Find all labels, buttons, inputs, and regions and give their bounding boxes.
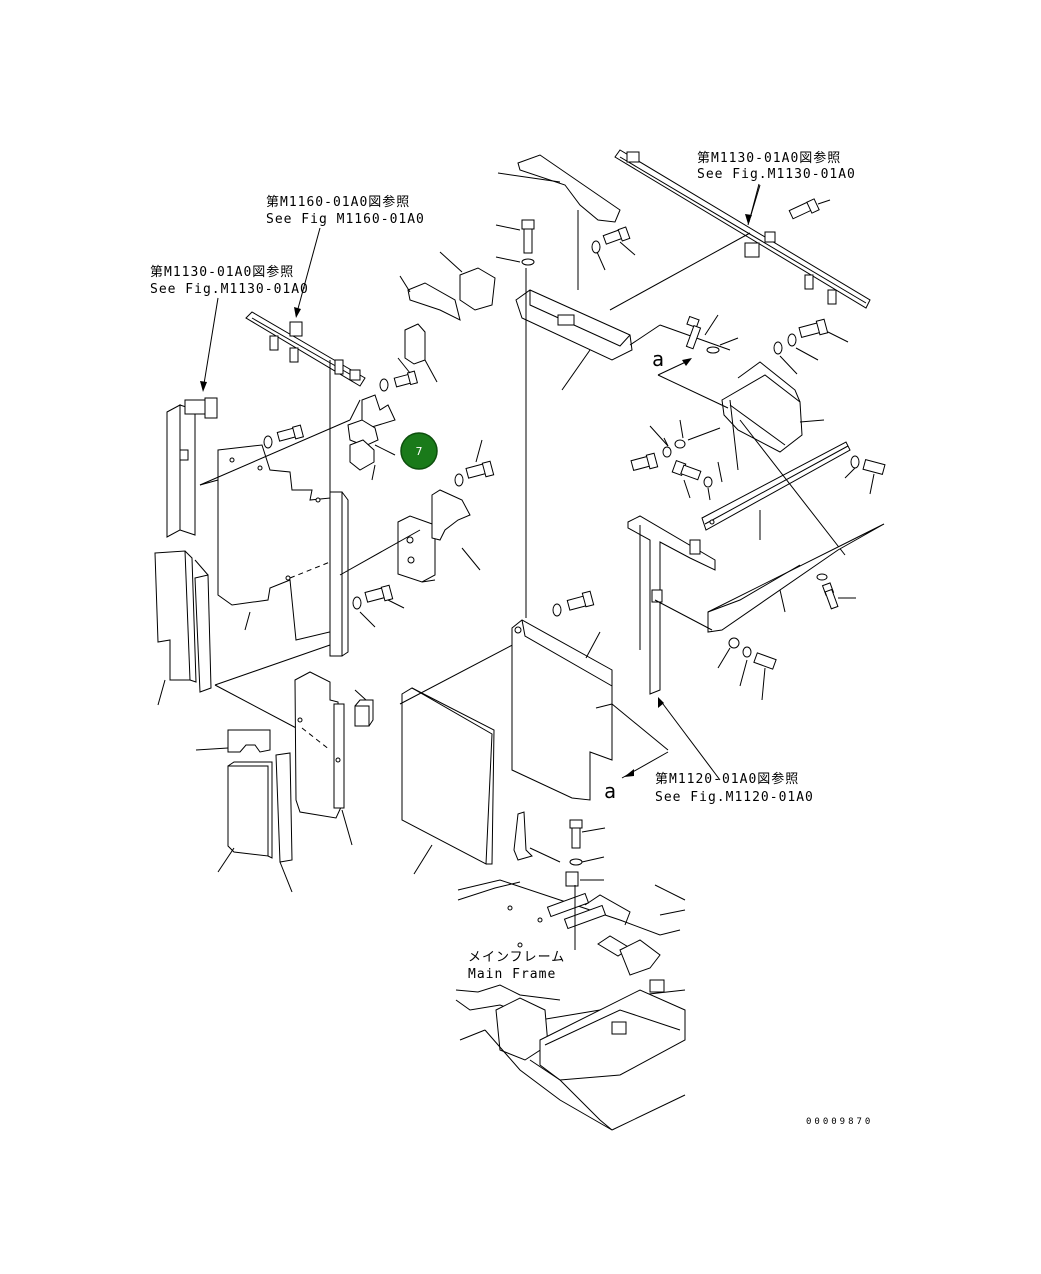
top-cover-plate xyxy=(497,154,621,290)
l-bracket xyxy=(349,399,481,571)
center-bracket-upper xyxy=(515,289,731,391)
bolt-washer-panel xyxy=(352,584,405,628)
ref-bottom-right-jp: 第M1120-01A0図参照 xyxy=(655,771,799,787)
ref-top-center-jp: 第M1160-01A0図参照 xyxy=(266,194,410,210)
right-long-strip xyxy=(701,419,851,556)
bolt-washer-callout xyxy=(454,439,495,487)
leader-top-center xyxy=(295,227,321,317)
bolt-washer-left-cluster xyxy=(630,419,721,472)
callout-circle[interactable] xyxy=(400,432,438,470)
small-block xyxy=(354,689,374,727)
right-angle-strip xyxy=(707,523,885,633)
right-bracket-box xyxy=(721,361,825,471)
left-pillar xyxy=(166,397,218,538)
view-arrow-a-upper xyxy=(657,358,729,409)
bolt-washer-lower-cluster xyxy=(671,460,723,501)
hinge-bracket-a xyxy=(399,275,461,321)
lower-insulation-panel xyxy=(217,761,273,873)
washer-bolt-pair-top xyxy=(591,226,636,271)
leader-arrowhead xyxy=(294,307,301,318)
top-right-rail xyxy=(609,149,871,311)
leader-arrowhead xyxy=(200,381,207,392)
lower-panel xyxy=(294,671,353,846)
insulation-board xyxy=(399,639,523,875)
insulation-pad-large xyxy=(154,550,197,706)
view-arrow-a-lower xyxy=(621,751,669,779)
spacer-plate xyxy=(397,515,436,583)
callout-number[interactable]: 7 xyxy=(416,445,423,458)
center-front-panel xyxy=(511,268,669,801)
bottom-bolt-stack xyxy=(565,819,606,887)
main-frame-assembly xyxy=(455,879,686,1131)
bolt-washer-strip xyxy=(844,455,886,495)
upper-left-rail xyxy=(245,311,366,500)
bolt-washer-front xyxy=(552,590,595,617)
lower-insulation-top xyxy=(195,729,271,753)
bolt-washer-pillar xyxy=(717,637,777,701)
bolt-center-top xyxy=(495,219,535,266)
bolt-washer-rear-top xyxy=(263,424,305,449)
ref-left-en: See Fig.M1130-01A0 xyxy=(150,282,309,297)
main-frame-en: Main Frame xyxy=(468,967,556,982)
callout-7[interactable] xyxy=(400,432,438,470)
ref-top-center-en: See Fig M1160-01A0 xyxy=(266,212,425,227)
right-pillar xyxy=(627,515,716,695)
insulation-strip xyxy=(194,559,212,693)
drawing-number: 00009870 xyxy=(806,1117,873,1127)
ref-left-jp: 第M1130-01A0図参照 xyxy=(150,264,294,280)
lower-insulation-strip xyxy=(275,752,293,893)
leader-m1120 xyxy=(658,697,721,781)
ref-top-right-jp: 第M1130-01A0図参照 xyxy=(697,150,841,166)
washer-bolt-right xyxy=(773,318,849,375)
view-marker-lower: a xyxy=(604,779,617,803)
ref-bottom-right-en: See Fig.M1120-01A0 xyxy=(655,790,814,805)
clip-parts xyxy=(347,394,396,481)
bolt-top-right xyxy=(788,198,831,220)
main-frame-jp: メインフレーム xyxy=(468,950,565,965)
bolt-right-upper xyxy=(685,314,739,354)
bottom-clamp xyxy=(513,811,561,863)
rear-panel xyxy=(199,419,351,657)
bolt-washer-mid xyxy=(379,357,419,392)
ref-top-right-en: See Fig.M1130-01A0 xyxy=(697,167,856,182)
view-marker-upper: a xyxy=(652,347,665,371)
bolt-angle-strip xyxy=(816,573,856,610)
hinge-bracket-b xyxy=(439,251,496,311)
leader-arrowhead xyxy=(745,214,752,224)
angle-bracket-small xyxy=(404,323,438,383)
leader-left xyxy=(202,297,219,391)
